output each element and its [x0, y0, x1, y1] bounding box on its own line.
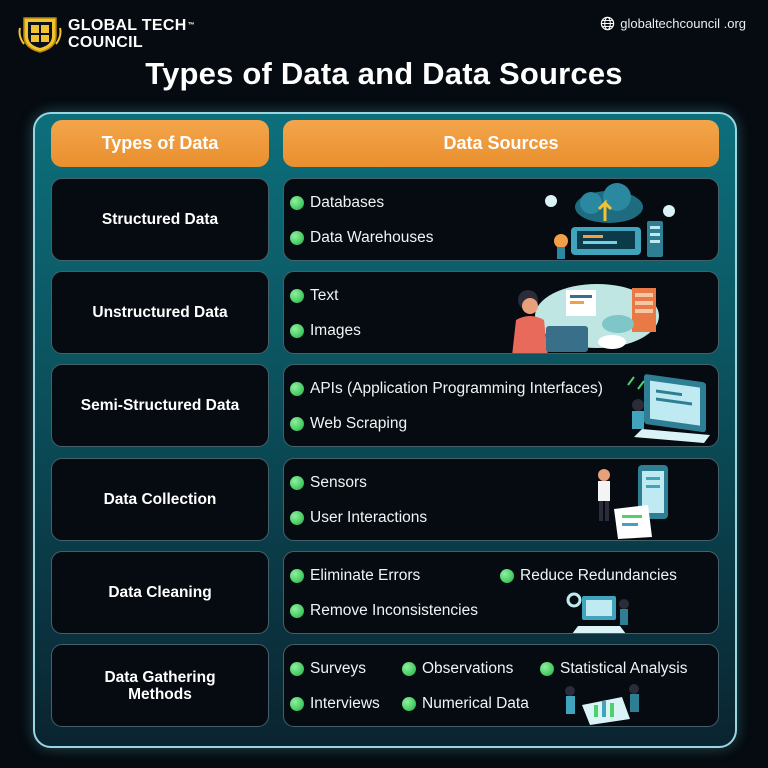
brand-line-2: COUNCIL: [68, 34, 143, 51]
source-text: Statistical Analysis: [560, 660, 688, 677]
source-item: Databases: [290, 194, 384, 212]
website-link[interactable]: globaltechcouncil .org: [600, 16, 746, 31]
bullet-dot: [290, 697, 304, 711]
laptop-api-illustration: [627, 374, 710, 443]
trademark-mark: ™: [187, 22, 195, 29]
bullet-dot: [402, 697, 416, 711]
source-text: Surveys: [310, 660, 366, 677]
bullet-dot: [500, 569, 514, 583]
bullet-dot: [290, 382, 304, 396]
data-cleaning-illustration: [566, 592, 629, 633]
type-cell: Structured Data: [51, 178, 269, 261]
type-cell: Data Collection: [51, 458, 269, 541]
phone-receipt-illustration: [598, 465, 668, 539]
source-text: Databases: [310, 194, 385, 211]
sources-cell: Databases Data Warehouses: [283, 178, 719, 261]
source-item: Remove Inconsistencies: [290, 602, 478, 620]
data-table-panel: Types of Data Data Sources Structured Da…: [33, 112, 737, 748]
source-text: Reduce Redundancies: [520, 567, 677, 584]
bullet-dot: [290, 662, 304, 676]
source-text: Observations: [422, 660, 514, 677]
source-item: APIs (Application Programming Interfaces…: [290, 380, 603, 398]
gtc-seal-logo: [18, 17, 62, 53]
bullet-dot: [290, 476, 304, 490]
developer-illustration: [512, 284, 659, 353]
source-item: Text: [290, 287, 338, 305]
source-item: Reduce Redundancies: [500, 567, 677, 585]
page-title: Types of Data and Data Sources: [145, 56, 623, 91]
brand-line-1: GLOBAL TECH: [68, 17, 187, 34]
bullet-dot: [290, 324, 304, 338]
brand-name: GLOBAL TECH™ COUNCIL: [68, 17, 195, 51]
bullet-dot: [402, 662, 416, 676]
source-item: Web Scraping: [290, 415, 407, 433]
source-item: Images: [290, 322, 361, 340]
source-item: Surveys: [290, 660, 366, 678]
globe-icon: [601, 16, 615, 31]
type-cell: Unstructured Data: [51, 271, 269, 354]
sources-cell: APIs (Application Programming Interfaces…: [283, 364, 719, 447]
source-text: APIs (Application Programming Interfaces…: [310, 380, 603, 397]
type-cell: Semi-Structured Data: [51, 364, 269, 447]
source-item: Data Warehouses: [290, 229, 434, 247]
header-data-sources: Data Sources: [283, 120, 719, 167]
bullet-dot: [290, 604, 304, 618]
source-item: Eliminate Errors: [290, 567, 420, 585]
source-text: Web Scraping: [310, 415, 408, 432]
source-text: User Interactions: [310, 509, 428, 526]
cloud-data-illustration: [545, 183, 675, 259]
source-text: Numerical Data: [422, 695, 529, 712]
bullet-dot: [540, 662, 554, 676]
type-cell: Data Cleaning: [51, 551, 269, 634]
sources-cell: Surveys Observations Statistical Analysi…: [283, 644, 719, 727]
bullet-dot: [290, 569, 304, 583]
sources-cell: Text Images: [283, 271, 719, 354]
bullet-dot: [290, 231, 304, 245]
source-item: Statistical Analysis: [540, 660, 688, 678]
source-text: Data Warehouses: [310, 229, 434, 246]
source-item: User Interactions: [290, 509, 427, 527]
source-item: Interviews: [290, 695, 380, 713]
brand-logo[interactable]: GLOBAL TECH™ COUNCIL: [18, 14, 195, 54]
sources-cell: Eliminate Errors Reduce Redundancies Rem…: [283, 551, 719, 634]
source-item: Numerical Data: [402, 695, 529, 713]
header-types-of-data: Types of Data: [51, 120, 269, 167]
bullet-dot: [290, 196, 304, 210]
data-analysis-illustration: [565, 684, 639, 725]
website-text: globaltechcouncil .org: [620, 16, 746, 31]
source-text: Interviews: [310, 695, 380, 712]
source-text: Eliminate Errors: [310, 567, 421, 584]
source-text: Sensors: [310, 474, 367, 491]
source-item: Sensors: [290, 474, 367, 492]
source-text: Text: [310, 287, 339, 304]
sources-cell: Sensors User Interactions: [283, 458, 719, 541]
source-text: Remove Inconsistencies: [310, 602, 478, 619]
bullet-dot: [290, 289, 304, 303]
bullet-dot: [290, 417, 304, 431]
source-text: Images: [310, 322, 361, 339]
bullet-dot: [290, 511, 304, 525]
source-item: Observations: [402, 660, 513, 678]
